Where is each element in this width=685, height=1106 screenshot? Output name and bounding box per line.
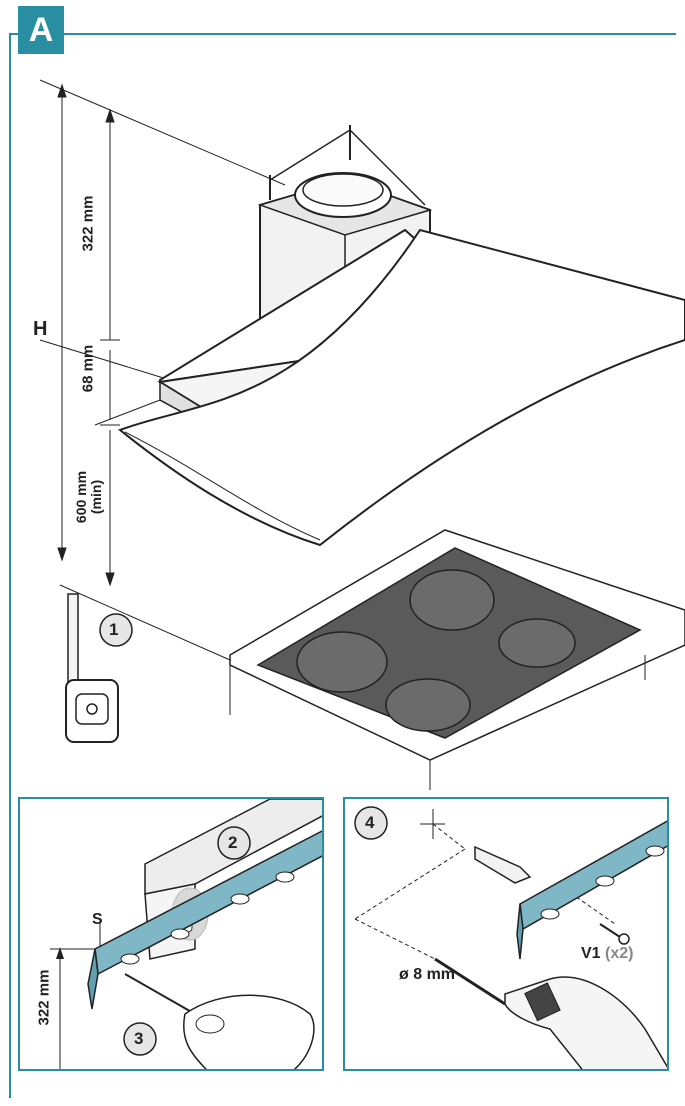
crosshair-icon (420, 809, 445, 839)
hand (183, 994, 315, 1069)
bracket-marking-illustration (50, 799, 322, 1069)
step-1-circle (99, 613, 133, 647)
panel-bracket-marking: 2 3 S 322 mm (18, 797, 324, 1071)
minimum-height-dimension: 600 mm (min) (73, 452, 104, 542)
min-height-value: 600 mm (73, 470, 89, 524)
section-badge: A (18, 6, 64, 54)
step-1-number: 1 (109, 620, 119, 639)
dimension-lines (39, 79, 286, 661)
hole-diameter-label: ø 8 mm (399, 966, 456, 983)
step-2-circle (217, 826, 251, 860)
step-4-number: 4 (365, 813, 375, 832)
panel-drilling: 4 ø 8 mm V1 (x2) (343, 797, 669, 1071)
bracket-height-dimension: 322 mm (35, 969, 53, 1026)
step-2-number: 2 (228, 833, 238, 852)
step-3-number: 3 (134, 1029, 144, 1048)
section-letter: A (28, 10, 54, 49)
burner-right (498, 618, 576, 668)
chimney-dimension: 322 mm (79, 195, 97, 252)
burner-rear (409, 569, 495, 631)
wall-plug (474, 845, 532, 884)
canopy-dimension: 68 mm (79, 344, 97, 393)
screw-label: V1 (x2) (581, 945, 633, 963)
drilling-illustration (354, 806, 667, 1069)
tape-measure-icon (65, 593, 133, 743)
reference-line-label: S (92, 911, 103, 928)
height-label: H (33, 318, 48, 340)
burner-left (296, 631, 388, 693)
burner-front (385, 678, 471, 732)
step-3-circle (123, 1022, 157, 1056)
step-4-circle (354, 806, 388, 840)
countertop (229, 529, 685, 790)
screw-code: V1 (581, 945, 601, 962)
glass-panel (118, 228, 685, 547)
min-height-note: (min) (88, 479, 104, 515)
drill-bit (434, 957, 506, 1006)
screw-icon (599, 923, 630, 945)
screw-quantity: (x2) (605, 945, 634, 962)
